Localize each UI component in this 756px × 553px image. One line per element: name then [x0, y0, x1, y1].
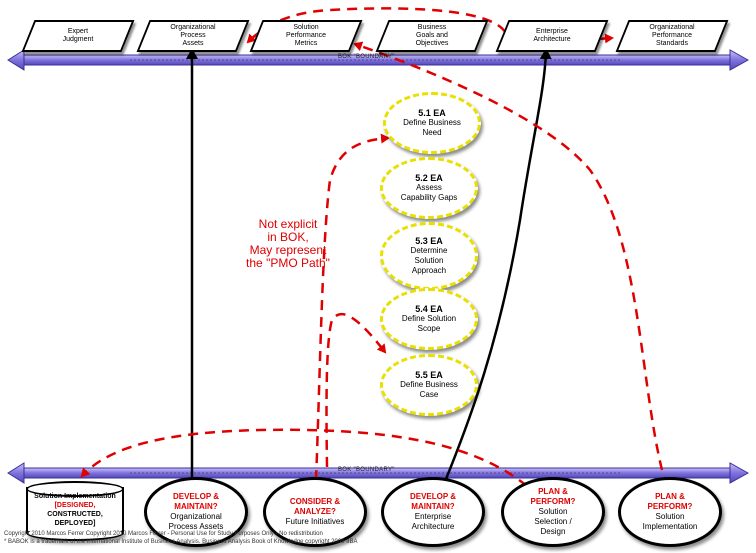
task-title: 5.3 EA: [415, 236, 443, 246]
task-title: 5.5 EA: [415, 370, 443, 380]
copyright-line: Copyright 2010 Marcos Ferrer Copyright 2…: [4, 531, 323, 537]
box-label: Organizational Performance Standards: [649, 24, 695, 47]
storage-red-text: [DESIGNED,: [54, 502, 96, 509]
storage-title: Solution Implementation: [34, 493, 116, 500]
oval-question: DEVELOP & MAINTAIN?: [409, 492, 457, 511]
task-desc: Define Business Case: [400, 380, 458, 399]
task-title: 5.4 EA: [415, 304, 443, 314]
enterprise-architecture-box: Enterprise Architecture: [495, 20, 609, 52]
oval-question: CONSIDER & ANALYZE?: [289, 497, 341, 516]
dashed-connectors: [80, 7, 664, 487]
oval-desc: Future Initiatives: [285, 517, 345, 526]
task-title: 5.2 EA: [415, 173, 443, 183]
top-boundary-band: [7, 49, 750, 71]
solution-performance-metrics-box: Solution Performance Metrics: [249, 20, 363, 52]
ea-arrow: [442, 48, 552, 485]
develop-maintain-opa-oval: DEVELOP & MAINTAIN?Organizational Proces…: [144, 477, 248, 547]
oval-question: PLAN & PERFORM?: [530, 487, 576, 506]
develop-maintain-ea-oval: DEVELOP & MAINTAIN?Enterprise Architectu…: [381, 477, 485, 547]
task-desc: Determine Solution Approach: [410, 246, 448, 275]
oval-question: PLAN & PERFORM?: [647, 492, 693, 511]
pmo-path-note: Not explicit in BOK, May represent the "…: [246, 217, 330, 270]
task-title: 5.1 EA: [418, 108, 446, 118]
oval-desc: Solution Selection / Design: [534, 507, 572, 536]
oval-desc: Enterprise Architecture: [411, 512, 455, 531]
org-performance-standards-box: Organizational Performance Standards: [615, 20, 729, 52]
trademark-line: * BABOK is a trademark of the Internatio…: [4, 539, 358, 545]
task-desc: Assess Capability Gaps: [400, 183, 458, 202]
bottom-boundary-band: [7, 462, 750, 484]
business-goals-box: Business Goals and Objectives: [375, 20, 489, 52]
oval-question: DEVELOP & MAINTAIN?: [172, 492, 220, 511]
oval-desc: Organizational Process Assets: [168, 512, 224, 531]
solution-implementation-storage: Solution Implementation [DESIGNED, CONST…: [26, 481, 124, 541]
task-desc: Define Solution Scope: [401, 314, 457, 333]
top-band-label: BOK "BOUNDARY": [338, 54, 395, 60]
box-label: Business Goals and Objectives: [415, 24, 449, 47]
plan-perform-implementation-oval: PLAN & PERFORM?Solution Implementation: [618, 477, 722, 547]
consider-analyze-oval: CONSIDER & ANALYZE?Future Initiatives: [263, 477, 367, 547]
box-label: Expert Judgment: [62, 28, 94, 43]
plan-perform-design-oval: PLAN & PERFORM?Solution Selection / Desi…: [501, 477, 605, 547]
oval-desc: Solution Implementation: [642, 512, 698, 531]
bottom-band-label: BOK "BOUNDARY": [338, 467, 395, 473]
box-label: Organizational Process Assets: [170, 24, 216, 47]
box-label: Enterprise Architecture: [533, 28, 571, 43]
storage-rest-text: CONSTRUCTED, DEPLOYED]: [47, 511, 103, 527]
box-label: Solution Performance Metrics: [285, 24, 327, 47]
org-process-assets-box: Organizational Process Assets: [136, 20, 250, 52]
task-desc: Define Business Need: [403, 118, 461, 137]
expert-judgment-box: Expert Judgment: [21, 20, 135, 52]
